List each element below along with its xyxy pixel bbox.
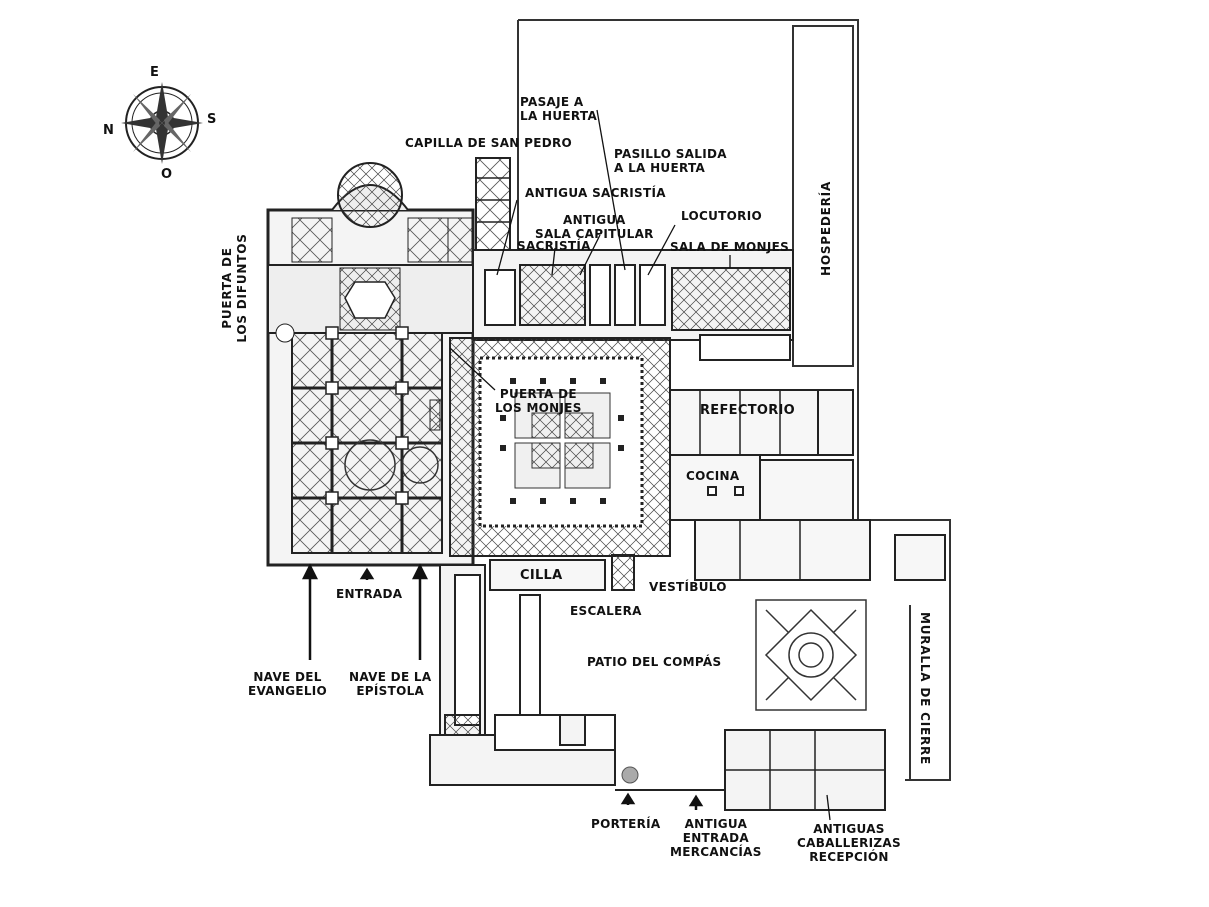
- patio-compas-garden: [755, 599, 867, 711]
- label-nave-epistola-line2: EPÍSTOLA: [356, 684, 425, 698]
- compass-rose: [121, 82, 203, 164]
- east-wing: [472, 249, 794, 361]
- label-sacristia: SACRISTÍA: [517, 239, 591, 253]
- label-refectorio: REFECTORIO: [700, 403, 796, 418]
- label-muralla: MURALLA DE CIERRE: [918, 612, 932, 766]
- label-sala-monjes: SALA DE MONJES: [670, 240, 790, 254]
- label-pasaje-huerta-line2: LA HUERTA: [520, 109, 598, 123]
- label-antigua-sacristia: ANTIGUA SACRISTÍA: [525, 186, 666, 200]
- label-caballerizas-line1: ANTIGUAS: [813, 822, 885, 836]
- label-hospederia: HOSPEDERÍA: [819, 180, 833, 276]
- label-vestibulo: VESTÍBULO: [649, 580, 727, 594]
- label-capilla-san-pedro: CAPILLA DE SAN PEDRO: [405, 136, 572, 150]
- leader-lines: [449, 109, 831, 821]
- label-nave-evangelio: NAVE DEL EVANGELIO: [248, 670, 327, 698]
- label-cocina: COCINA: [686, 469, 740, 483]
- label-entrada: ENTRADA: [336, 587, 403, 601]
- west-wing: [429, 564, 616, 786]
- label-nave-evangelio-line2: EVANGELIO: [248, 684, 328, 698]
- label-sala-capitular-line1: ANTIGUA: [563, 213, 626, 227]
- label-pasaje-huerta: PASAJE A LA HUERTA: [520, 95, 597, 123]
- label-entrada-mercancias-line1: ANTIGUA: [684, 817, 748, 831]
- label-nave-evangelio-line1: NAVE DEL: [253, 670, 322, 684]
- label-puerta-monjes-line1: PUERTA DE: [499, 387, 577, 401]
- label-caballerizas: ANTIGUAS CABALLERIZAS RECEPCIÓN: [797, 822, 901, 864]
- label-puerta-difuntos: PUERTA DE LOS DIFUNTOS: [220, 233, 250, 343]
- label-nave-epistola-line1: NAVE DE LA: [349, 670, 432, 684]
- label-locutorio: LOCUTORIO: [681, 209, 762, 223]
- label-puerta-difuntos-line2: LOS DIFUNTOS: [235, 233, 249, 343]
- label-puerta-monjes: PUERTA DE LOS MONJES: [495, 387, 582, 415]
- label-escalera: ESCALERA: [570, 604, 642, 618]
- south-buildings: [489, 519, 946, 591]
- compass-north: N: [103, 123, 114, 138]
- label-sala-capitular-line2: SALA CAPITULAR: [535, 227, 654, 241]
- label-pasillo-salida: PASILLO SALIDA A LA HUERTA: [614, 147, 727, 175]
- label-pasaje-huerta-line1: PASAJE A: [520, 95, 584, 109]
- label-entrada-mercancias-line3: MERCANCÍAS: [670, 845, 762, 859]
- compass-south: S: [207, 112, 217, 127]
- label-puerta-difuntos-line1: PUERTA DE: [220, 247, 234, 329]
- label-puerta-monjes-line2: LOS MONJES: [495, 401, 582, 415]
- label-caballerizas-line3: RECEPCIÓN: [809, 850, 889, 864]
- label-patio-compas: PATIO DEL COMPÁS: [587, 655, 722, 669]
- cloister: [449, 337, 671, 557]
- label-cilla: CILLA: [520, 568, 563, 583]
- caballerizas: [615, 729, 886, 811]
- porteria-marker: [621, 766, 639, 784]
- label-pasillo-salida-line1: PASILLO SALIDA: [614, 147, 727, 161]
- label-nave-epistola: NAVE DE LA EPÍSTOLA: [349, 670, 431, 698]
- church: [266, 162, 475, 567]
- compass-east: E: [150, 65, 159, 80]
- refectorio-cocina: [669, 389, 854, 521]
- capilla-san-pedro: [475, 157, 511, 259]
- label-caballerizas-line2: CABALLERIZAS: [797, 836, 901, 850]
- label-entrada-mercancias-line2: ENTRADA: [682, 831, 750, 845]
- entry-arrows: [301, 563, 704, 810]
- label-entrada-mercancias: ANTIGUA ENTRADA MERCANCÍAS: [670, 817, 762, 859]
- label-sala-capitular: ANTIGUA SALA CAPITULAR: [535, 213, 654, 241]
- label-pasillo-salida-line2: A LA HUERTA: [614, 161, 706, 175]
- label-porteria: PORTERÍA: [591, 817, 661, 831]
- compass-west: O: [161, 167, 173, 182]
